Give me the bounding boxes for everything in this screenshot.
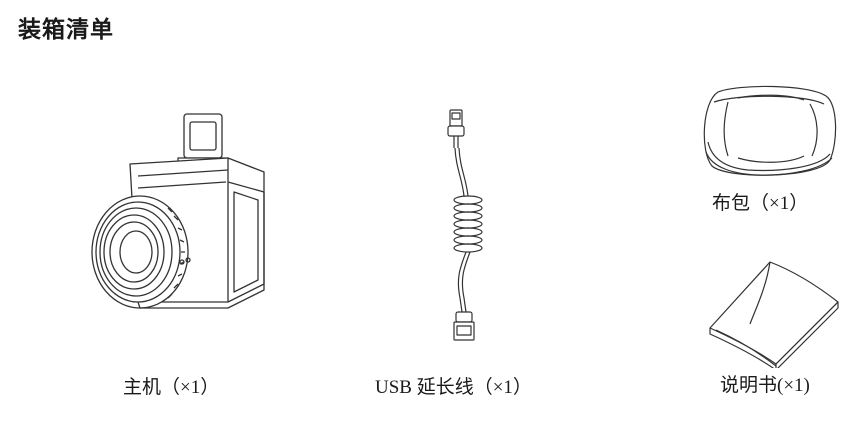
pouch-caption: 布包（×1） xyxy=(712,193,809,214)
usb-cable-caption: USB 延长线（×1） xyxy=(375,377,532,398)
thermal-camera-module-icon xyxy=(78,112,268,312)
cloth-pouch-icon xyxy=(698,82,840,182)
coiled-usb-cable-icon xyxy=(440,108,490,348)
page-title: 装箱清单 xyxy=(18,17,114,43)
host-caption: 主机（×1） xyxy=(123,377,220,398)
manual-booklet-icon xyxy=(706,258,842,368)
manual-caption: 说明书(×1) xyxy=(720,375,810,396)
